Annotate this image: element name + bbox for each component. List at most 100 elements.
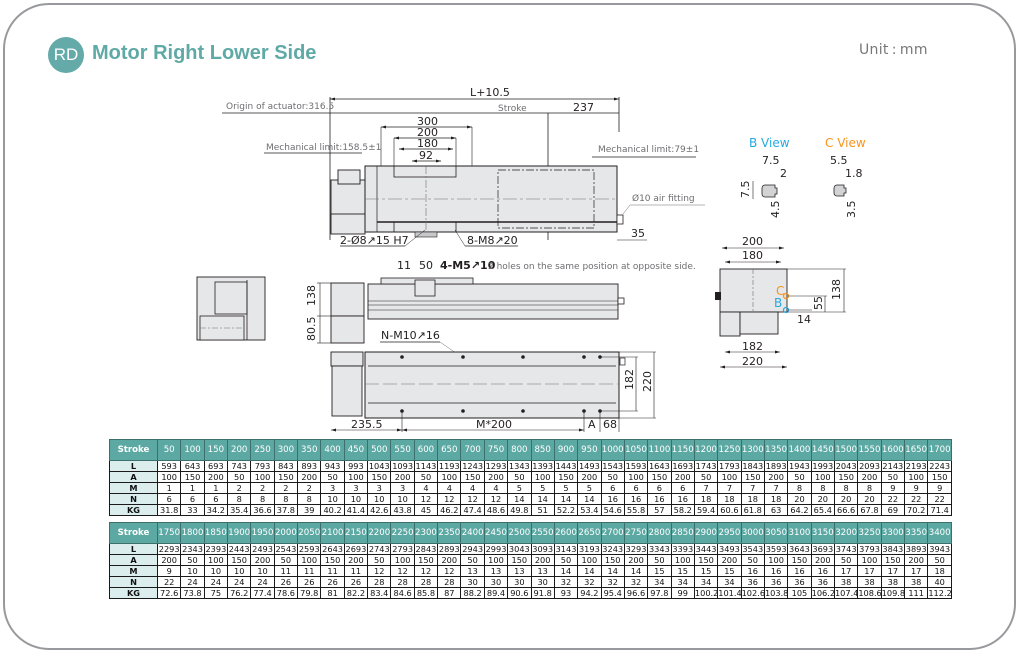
stroke-value: 1100 [647,439,672,461]
table-cell: 10 [320,493,345,505]
table-cell: 12 [437,565,462,577]
stroke-value: 1750 [156,522,182,544]
table-cell: 49.8 [507,504,532,516]
page-frame [3,3,1016,650]
table-cell: 9 [880,482,906,494]
table-cell: 8 [227,493,252,505]
stroke-value: 600 [413,439,439,461]
table-cell: 34 [693,576,719,588]
table-cell: 1343 [507,460,532,472]
table-cell: 200 [203,471,229,483]
table-cell: 3 [390,482,415,494]
table-cell: 30 [507,576,532,588]
table-cell: 18 [927,565,952,577]
stroke-value: 700 [460,439,485,461]
stroke-value: 850 [530,439,555,461]
stroke-value: 2150 [343,522,369,544]
table-cell: 26 [320,576,345,588]
stroke-value: 3350 [903,522,929,544]
table-cell: 11 [273,565,299,577]
b-view-width: 7.5 [762,154,780,167]
stroke-value: 2400 [460,522,485,544]
b-marker: B [774,296,782,310]
bottom-left-offset: 235.5 [351,418,383,431]
stroke-value: 3150 [810,522,835,544]
top-view: L+10.5 Origin of actuator:316.5 Stroke 2… [222,86,705,247]
table-cell: 12 [483,493,509,505]
table-cell: 14 [623,565,649,577]
table-cell: 24 [250,576,275,588]
overall-length-dim: L+10.5 [470,86,510,99]
table-cell: 100 [343,471,369,483]
table-cell: 30 [530,576,555,588]
table-cell: 3043 [507,543,532,555]
table-cell: 16 [647,493,672,505]
table-cell: 3 [343,482,369,494]
table-cell: 28 [367,576,392,588]
table-cell: 13 [483,565,509,577]
table-cell: 15 [670,565,695,577]
stroke-value: 450 [343,439,369,461]
table-cell: 81 [320,587,345,599]
table-cell: 14 [530,493,555,505]
stroke-value: 3250 [857,522,882,544]
table-cell: 78.6 [273,587,299,599]
table-cell: 100 [530,471,555,483]
table-cell: 22 [880,493,906,505]
stroke-value: 2100 [320,522,345,544]
table-cell: 53.4 [577,504,602,516]
stroke-value: 3000 [740,522,765,544]
carriage-dim-300: 300 [417,115,438,128]
table-cell: 88.2 [460,587,485,599]
table-cell: 2 [227,482,252,494]
stroke-value: 750 [483,439,509,461]
table-cell: 593 [156,460,182,472]
table-cell: 50 [460,554,485,566]
table-cell: 150 [507,554,532,566]
end-width-182: 182 [742,340,763,353]
table-cell: 50 [647,554,672,566]
table-cell: 100 [717,471,742,483]
table-cell: 16 [623,493,649,505]
table-cell: 30 [483,576,509,588]
table-cell: 40.2 [320,504,345,516]
table-cell: 100 [390,554,415,566]
table-cell: 94.2 [577,587,602,599]
table-cell: 16 [740,565,765,577]
table-cell: 7 [717,482,742,494]
table-cell: 11 [343,565,369,577]
table-cell: 793 [250,460,275,472]
table-cell: 16 [787,565,812,577]
table-cell: 14 [600,565,625,577]
table-cell: 3693 [810,543,835,555]
table-cell: 50 [833,554,859,566]
table-cell: 31.8 [156,504,182,516]
table-cell: 32 [623,576,649,588]
tapped-holes-label: 8-M8↗20 [467,234,518,247]
stroke-value: 1150 [670,439,695,461]
stroke-value: 1600 [880,439,906,461]
table-cell: 105 [787,587,812,599]
table-cell: 200 [390,471,415,483]
table-cell: 2193 [903,460,929,472]
table-cell: 7 [763,482,789,494]
table-cell: 1143 [413,460,439,472]
table-cell: 2943 [460,543,485,555]
table-cell: 72.6 [156,587,182,599]
table-cell: 1693 [670,460,695,472]
table-cell: 200 [810,554,835,566]
table-cell: 3 [367,482,392,494]
table-cell: 71.4 [927,504,952,516]
table-cell: 102.6 [740,587,765,599]
table-cell: 200 [903,554,929,566]
table-cell: 18 [693,493,719,505]
stroke-value: 2700 [600,522,625,544]
table-cell: 4 [413,482,439,494]
stroke-value: 800 [507,439,532,461]
table-cell: 3243 [600,543,625,555]
table-cell: 3443 [693,543,719,555]
table-cell: 40 [927,576,952,588]
table-cell: 17 [880,565,906,577]
